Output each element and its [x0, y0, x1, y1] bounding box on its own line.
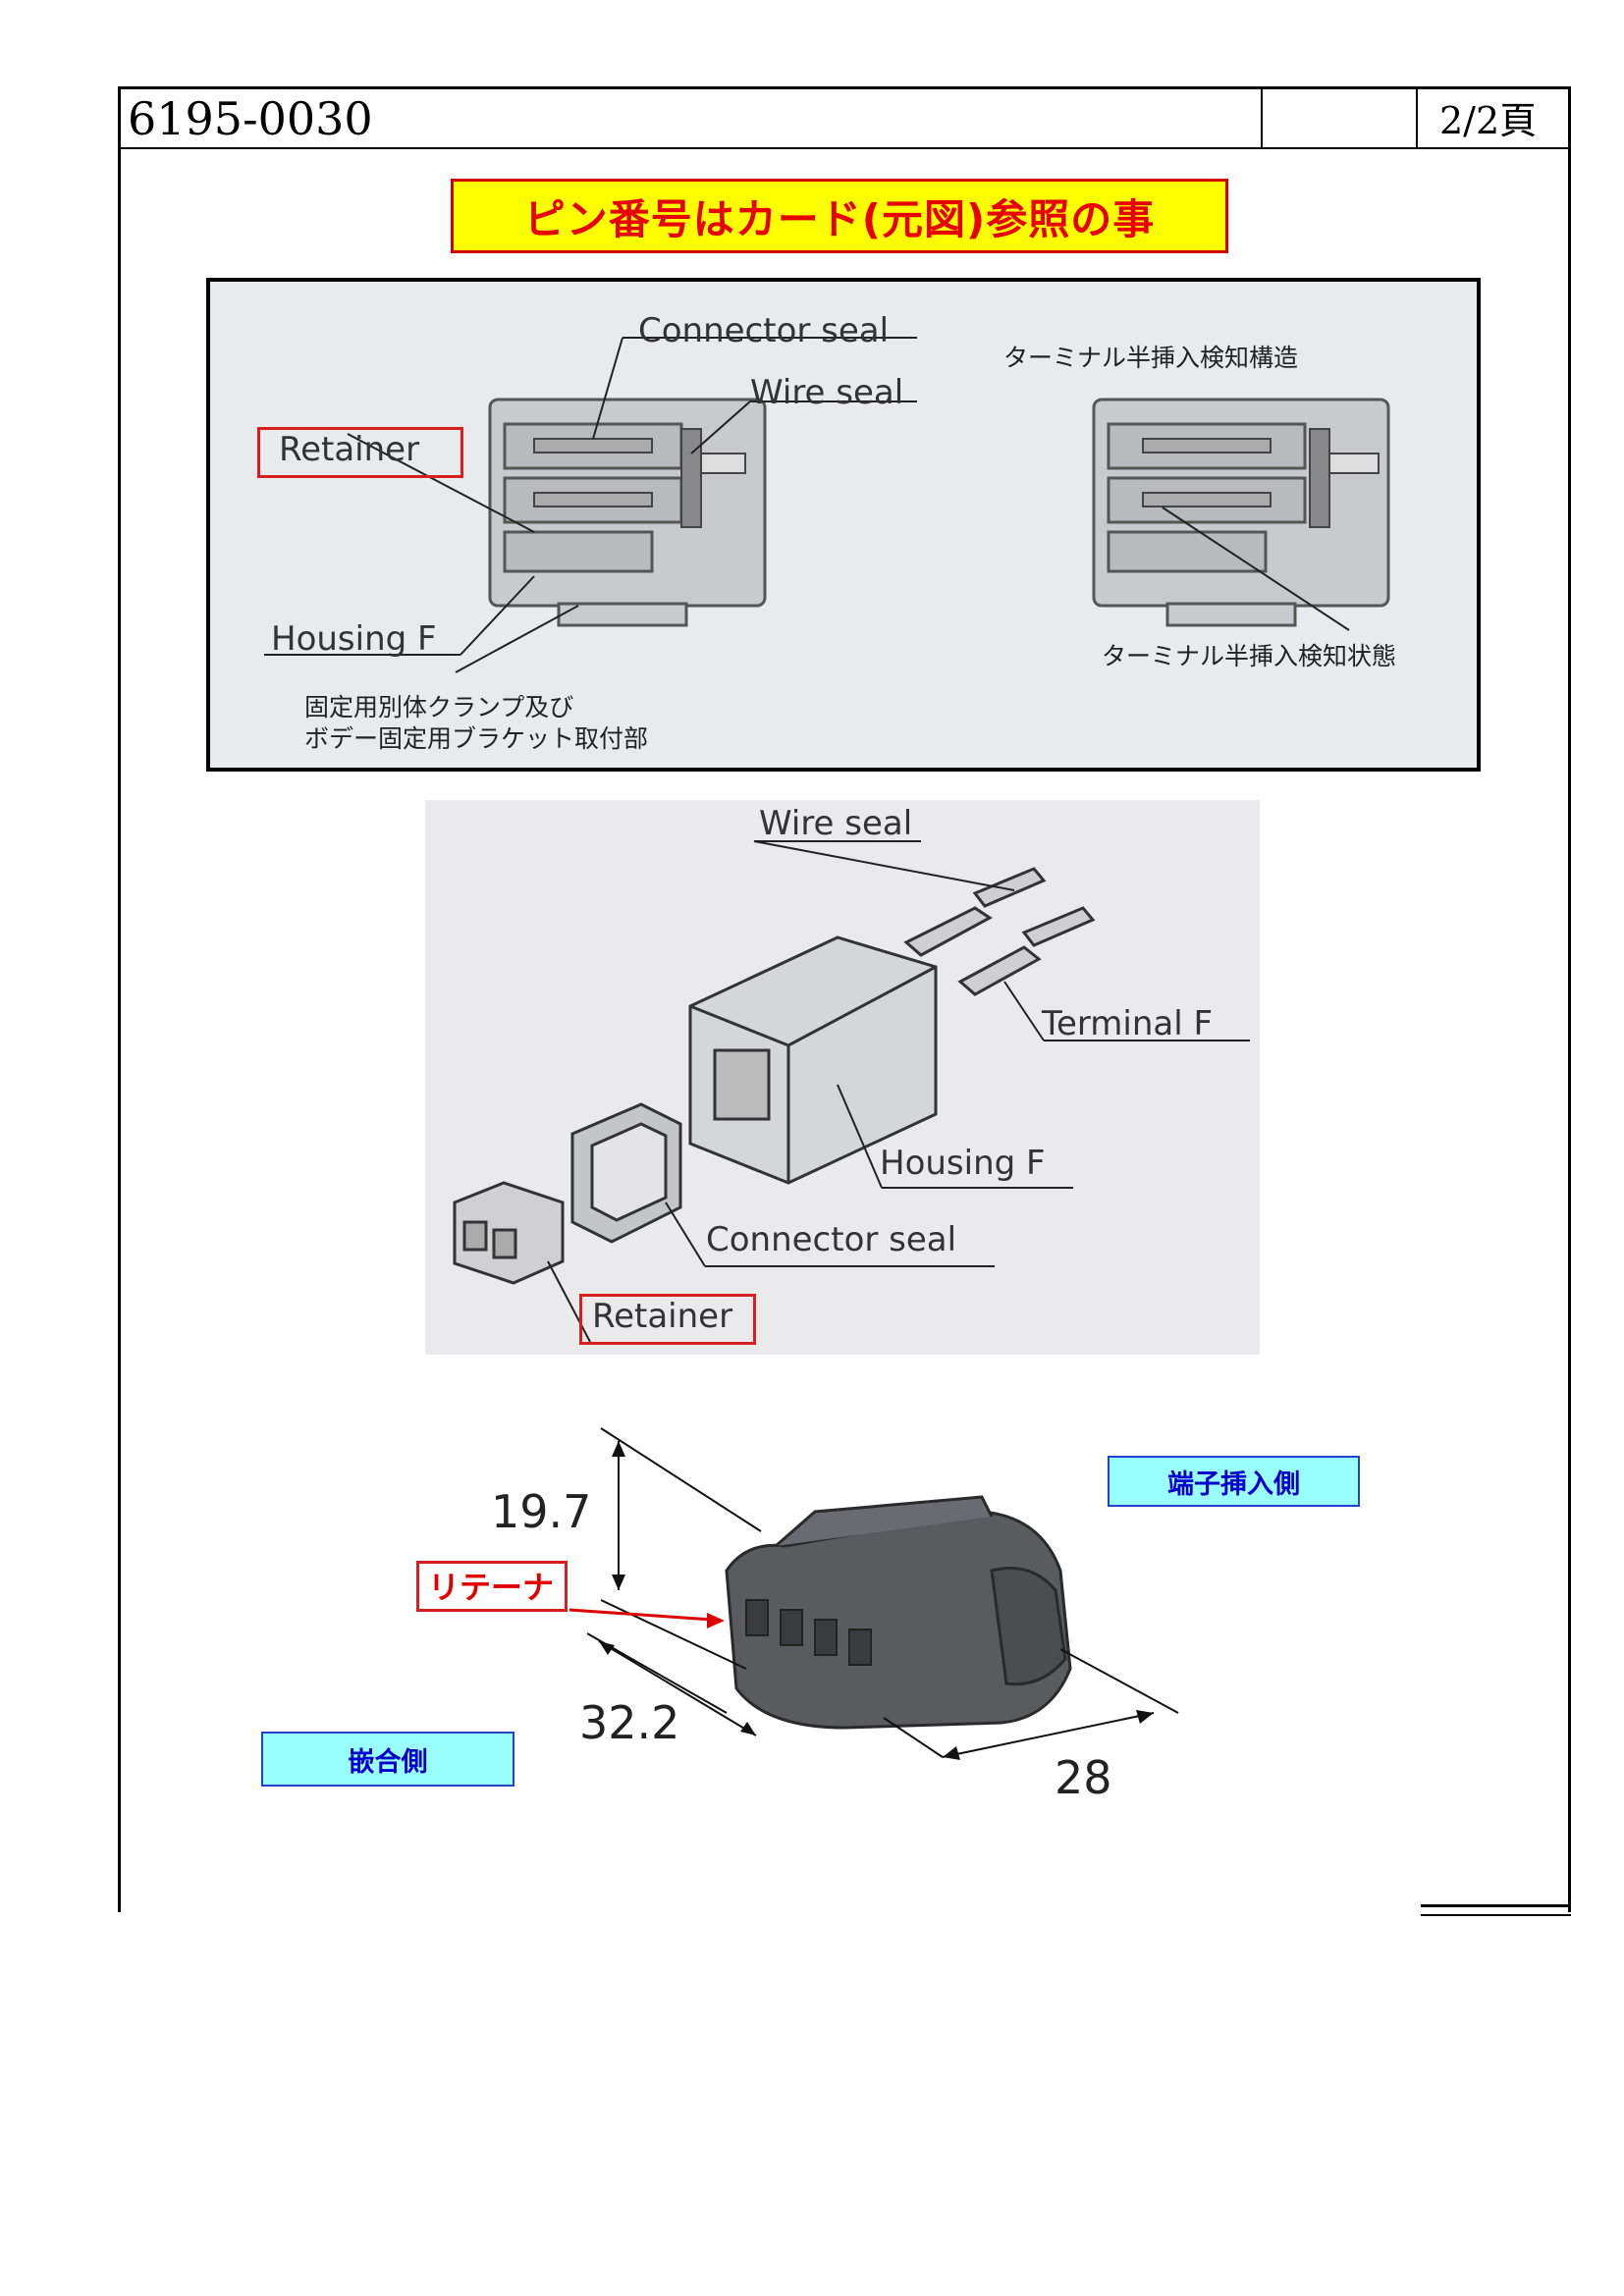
header-bottom-border	[118, 147, 1571, 149]
mating-side-label: 嵌合側	[261, 1732, 514, 1787]
label-retainer-exploded: Retainer	[592, 1297, 733, 1336]
dimension-width: 28	[1055, 1751, 1112, 1804]
terminal-insert-side-label: 端子挿入側	[1108, 1456, 1360, 1507]
label-clamp-note-2: ボデー固定用ブラケット取付部	[304, 724, 649, 753]
label-wire-seal: Wire seal	[750, 373, 904, 412]
frame-left-border	[118, 86, 121, 1912]
label-clamp-note-1: 固定用別体クランプ及び	[304, 693, 574, 721]
footer-rule-1	[1421, 1904, 1571, 1907]
mating-side-text: 嵌合側	[348, 1746, 428, 1778]
label-retainer-jp: リテーナ	[428, 1569, 555, 1606]
header-divider-1	[1261, 86, 1263, 149]
retainer-highlight-box-exploded	[579, 1294, 756, 1345]
page-number: 2/2頁	[1439, 99, 1538, 142]
label-retainer: Retainer	[279, 430, 420, 469]
exploded-view-figure: Wire seal Terminal F Housing F Connector…	[425, 800, 1260, 1355]
terminal-insert-side-text: 端子挿入側	[1167, 1468, 1300, 1500]
exploded-view-drawing	[453, 840, 1250, 1343]
frame-right-border	[1568, 86, 1571, 1912]
cross-section-drawing	[264, 337, 1390, 673]
notice-text: ピン番号はカード(元図)参照の事	[523, 194, 1156, 243]
label-terminal-detect-state: ターミナル半挿入検知状態	[1102, 642, 1397, 670]
label-connector-seal: Connector seal	[638, 311, 890, 350]
notice-banner: ピン番号はカード(元図)参照の事	[451, 179, 1228, 253]
dimension-height: 19.7	[491, 1485, 592, 1538]
part-number: 6195-0030	[128, 92, 373, 145]
label-wire-seal-exploded: Wire seal	[759, 804, 913, 843]
label-housing-f-exploded: Housing F	[880, 1144, 1046, 1183]
label-terminal-f: Terminal F	[1042, 1004, 1214, 1043]
header-divider-2	[1416, 86, 1418, 149]
footer-rule-2	[1421, 1914, 1571, 1916]
label-housing-f: Housing F	[271, 619, 437, 659]
label-connector-seal-exploded: Connector seal	[706, 1220, 957, 1259]
label-terminal-detect-structure: ターミナル半挿入検知構造	[1003, 344, 1299, 372]
frame-top-border	[118, 86, 1571, 89]
cross-section-figure: Connector seal Wire seal Retainer Housin…	[206, 278, 1481, 772]
dimension-length: 32.2	[579, 1696, 680, 1749]
retainer-label-box	[416, 1561, 568, 1612]
retainer-highlight-box	[257, 427, 463, 478]
